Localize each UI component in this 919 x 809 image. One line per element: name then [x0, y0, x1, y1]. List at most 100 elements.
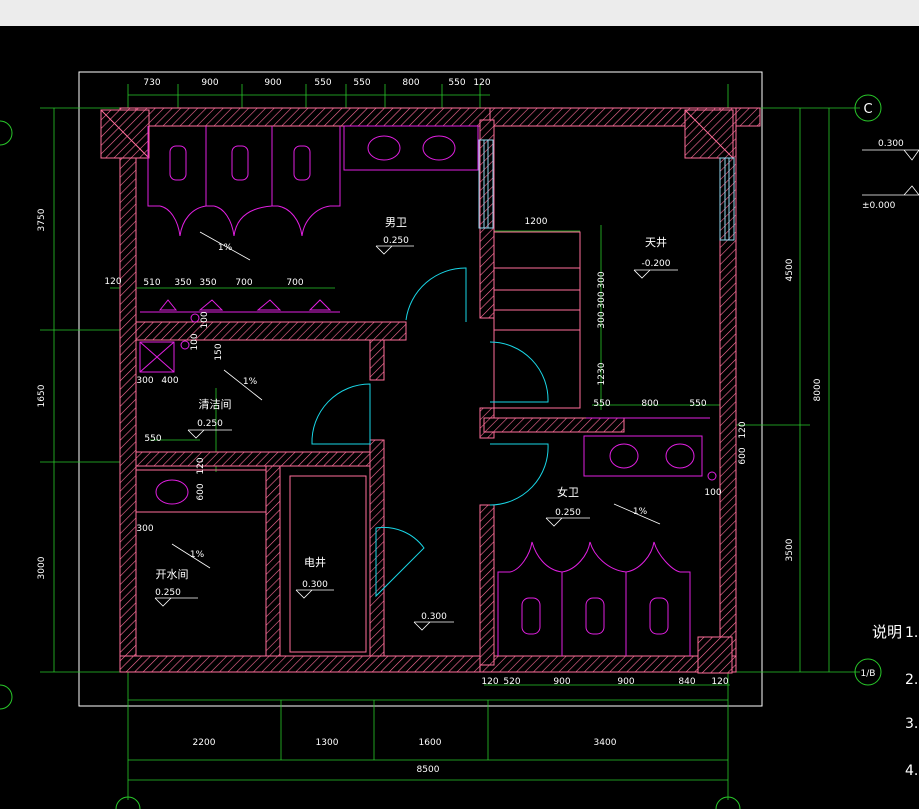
dim-top-3: 900: [264, 78, 281, 88]
dim-left-1: 3750: [37, 208, 47, 231]
room-womens-slope: 1%: [633, 507, 648, 517]
dim-stair-1: 1200: [525, 217, 548, 227]
window-top-bar: [0, 0, 919, 26]
left-dimension-labels: 3750 1650 3000: [37, 208, 47, 579]
womens-cubicles: [497, 417, 717, 656]
note-4: 4.: [905, 763, 918, 779]
room-water-level: 0.250: [155, 588, 181, 598]
dim-bottom-1: 2200: [193, 738, 216, 748]
dim-bs-6: 120: [711, 677, 728, 687]
dim-top-7: 550: [448, 78, 465, 88]
dim-stair-5: 1230: [597, 362, 607, 385]
dim-ur-1: 120: [104, 277, 121, 287]
dim-misc-300b: 300: [136, 524, 153, 534]
slope-arrows: [171, 231, 661, 569]
stair-dimension-labels: 1200 300 300 300 1230: [525, 217, 607, 385]
dim-bottom-4: 3400: [594, 738, 617, 748]
room-womens-name: 女卫: [557, 485, 579, 499]
dim-misc-100: 100: [190, 333, 200, 350]
outer-walls: [119, 107, 761, 673]
notes-title: 说明: [872, 623, 902, 641]
dim-bs-3: 900: [553, 677, 570, 687]
dim-bs-4: 900: [617, 677, 634, 687]
dim-misc-120b: 120: [196, 457, 206, 474]
dim-bottom-total: 8500: [417, 765, 440, 775]
dim-misc-300: 300: [136, 376, 153, 386]
doors: [311, 267, 549, 598]
room-cleaning-name: 清洁间: [199, 398, 232, 411]
room-mens-slope: 1%: [218, 243, 233, 253]
axis-bubbles: [0, 94, 882, 809]
note-3: 3.: [905, 716, 918, 732]
windows: [478, 139, 735, 241]
dim-ur-5: 700: [235, 278, 252, 288]
dim-right-1: 4500: [785, 258, 795, 281]
dim-ur-2: 510: [143, 278, 160, 288]
dim-mid-3: 550: [689, 399, 706, 409]
dim-bs-5: 840: [678, 677, 695, 687]
level-legend: 0.300 ±0.000: [862, 139, 904, 211]
water-room-fixtures: [135, 469, 367, 653]
urinal-dimension-labels: 120 510 350 350 700 700: [104, 277, 303, 288]
room-cleaning-level: 0.250: [197, 419, 223, 429]
room-water-slope: 1%: [190, 550, 205, 560]
dim-top-1: 730: [143, 78, 160, 88]
columns: [100, 109, 734, 674]
dim-bs-2: 520: [503, 677, 520, 687]
corridor-level: 0.300: [421, 612, 447, 622]
dim-top-8: 120: [473, 78, 490, 88]
dim-top-4: 550: [314, 78, 331, 88]
dim-misc-120c: 120: [738, 421, 748, 438]
room-water-name: 开水间: [156, 568, 189, 581]
dim-misc-550: 550: [144, 434, 161, 444]
dim-mid-2: 800: [641, 399, 658, 409]
dim-top-6: 800: [402, 78, 419, 88]
dim-top-5: 550: [353, 78, 370, 88]
dim-bottom-2: 1300: [316, 738, 339, 748]
room-mens-level: 0.250: [383, 236, 409, 246]
room-elec-name: 电井: [304, 555, 326, 569]
grid-lines: [40, 84, 860, 800]
dim-bottom-3: 1600: [419, 738, 442, 748]
top-dimension-labels: 730 900 900 550 550 800 550 120: [143, 78, 490, 88]
dim-stair-4: 300: [597, 311, 607, 328]
dim-misc-600: 600: [196, 483, 206, 500]
notes: 说明 1. 2. 3. 4.: [872, 623, 918, 779]
dim-top-2: 900: [201, 78, 218, 88]
room-mens-name: 男卫: [385, 216, 407, 229]
level-markers: [154, 149, 919, 631]
dim-stair-2: 300: [597, 271, 607, 288]
room-skylight-name: 天井: [645, 235, 667, 249]
room-elec-level: 0.300: [302, 580, 328, 590]
note-1: 1.: [905, 625, 918, 641]
dim-misc-100b: 100: [704, 488, 721, 498]
dim-bs-1: 120: [481, 677, 498, 687]
legend-level-2: ±0.000: [862, 201, 896, 211]
misc-dimension-labels: 100 100 150 300 400 550 120 600 300 100 …: [136, 311, 748, 534]
dim-left-3: 3000: [37, 556, 47, 579]
dim-ur-4: 350: [199, 278, 216, 288]
room-cleaning-slope: 1%: [243, 377, 258, 387]
room-womens-level: 0.250: [555, 508, 581, 518]
axis-label-b: 1/B: [861, 669, 876, 679]
skylight-stair: [493, 231, 581, 409]
dim-left-2: 1650: [37, 384, 47, 407]
mens-cubicles: [139, 125, 479, 373]
dim-ur-6: 700: [286, 278, 303, 288]
dim-stair-3: 300: [597, 291, 607, 308]
right-dimension-labels: 4500 8000 3500: [785, 258, 823, 561]
dim-misc-600b: 600: [738, 447, 748, 464]
note-2: 2.: [905, 672, 918, 688]
drawing-frame: [78, 71, 763, 707]
bottom-dimension-labels: 2200 1300 1600 3400 8500: [193, 738, 617, 775]
dim-right-2: 8000: [813, 378, 823, 401]
legend-level-1: 0.300: [878, 139, 904, 149]
dim-mid-1: 550: [593, 399, 610, 409]
axis-label-c: C: [863, 102, 872, 117]
bottom-small-dimension-labels: 120 520 900 900 840 120: [481, 677, 728, 687]
dim-misc-100a: 100: [200, 311, 210, 328]
room-skylight-level: -0.200: [641, 259, 670, 269]
dim-misc-150: 150: [214, 343, 224, 360]
dim-misc-400: 400: [161, 376, 178, 386]
